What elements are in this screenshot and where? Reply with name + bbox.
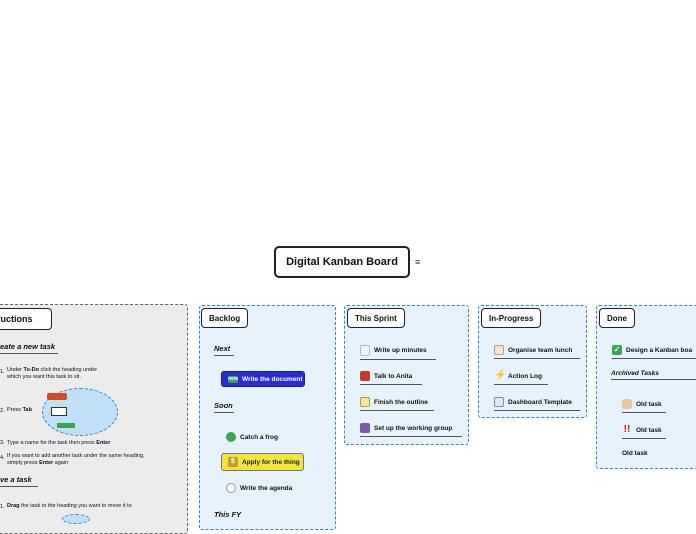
- done-heading[interactable]: Done: [599, 308, 635, 328]
- thumbs-up-icon: [622, 399, 632, 409]
- step-number: 2.: [0, 408, 5, 414]
- sprint-heading[interactable]: This Sprint: [347, 308, 405, 328]
- memo-icon: [360, 397, 370, 407]
- step-text: If you want to add another task under th…: [7, 453, 145, 466]
- step-text: Drag the task to the heading you want to…: [7, 503, 132, 509]
- note-icon[interactable]: ≡: [415, 257, 421, 267]
- task-old-task[interactable]: !! Old task: [622, 425, 666, 439]
- step-text: Type a name for the task then press Ente…: [7, 440, 111, 446]
- step-text: Under To-Do click the heading under whic…: [7, 367, 98, 380]
- cake-icon: [494, 345, 504, 355]
- group-next[interactable]: Next: [214, 344, 234, 356]
- task-apply-for-the-thing[interactable]: $ Apply for the thing: [221, 453, 304, 471]
- task-illustration-icon: [51, 407, 67, 416]
- task-finish-the-outline[interactable]: Finish the outline: [360, 397, 434, 411]
- new-task-illustration-icon: [57, 423, 75, 428]
- step-number: 1.: [0, 504, 5, 510]
- step-number: 1.: [0, 369, 5, 375]
- telephone-icon: [360, 371, 370, 381]
- backlog-column: [199, 305, 336, 530]
- heading-illustration-icon: [47, 393, 67, 400]
- task-write-the-document[interactable]: new Write the document: [221, 371, 305, 387]
- chart-icon: [494, 397, 504, 407]
- check-icon: ✓: [612, 345, 622, 355]
- task-write-the-agenda[interactable]: Write the agenda: [226, 483, 292, 493]
- exclamation-icon: !!: [623, 424, 631, 435]
- central-topic[interactable]: Digital Kanban Board: [274, 246, 410, 278]
- people-icon: [360, 423, 370, 433]
- group-soon[interactable]: Soon: [214, 401, 234, 413]
- backlog-heading[interactable]: Backlog: [201, 308, 249, 328]
- task-talk-to-anita[interactable]: Talk to Anita: [360, 371, 422, 385]
- central-topic-label: Digital Kanban Board: [286, 256, 398, 268]
- new-badge-icon: new: [228, 375, 238, 383]
- task-action-log[interactable]: ⚡ Action Log: [494, 371, 548, 385]
- step-text: Press Tab: [7, 407, 32, 413]
- instructions-heading[interactable]: tructions: [0, 308, 52, 330]
- task-design-a-kanban-board[interactable]: ✓ Design a Kanban boa: [612, 345, 696, 359]
- tab-illustration: [42, 388, 118, 436]
- task-dashboard-template[interactable]: Dashboard Template: [494, 397, 580, 411]
- drag-illustration: [62, 514, 90, 524]
- clock-icon: [226, 483, 236, 493]
- create-task-heading: eate a new task: [0, 342, 58, 354]
- task-set-up-the-working-group[interactable]: Set up the working group: [360, 423, 462, 437]
- inprogress-heading[interactable]: In-Progress: [481, 308, 542, 328]
- money-bag-icon: $: [228, 457, 238, 467]
- task-old-task[interactable]: Old task: [622, 450, 648, 457]
- task-catch-a-frog[interactable]: Catch a frog: [226, 432, 278, 442]
- step-number: 3.: [0, 440, 5, 446]
- task-old-task[interactable]: Old task: [622, 399, 666, 413]
- archived-tasks-heading[interactable]: Archived Tasks: [611, 370, 696, 380]
- group-this-fy[interactable]: This FY: [214, 510, 242, 519]
- document-icon: [360, 345, 370, 356]
- frog-icon: [226, 432, 236, 442]
- step-number: 4.: [0, 455, 5, 461]
- move-task-heading: ve a task: [0, 475, 38, 487]
- task-organise-team-lunch[interactable]: Organise team lunch: [494, 345, 580, 359]
- lightning-icon: ⚡: [494, 370, 507, 381]
- task-write-up-minutes[interactable]: Write up minutes: [360, 345, 436, 360]
- done-column: [596, 305, 696, 469]
